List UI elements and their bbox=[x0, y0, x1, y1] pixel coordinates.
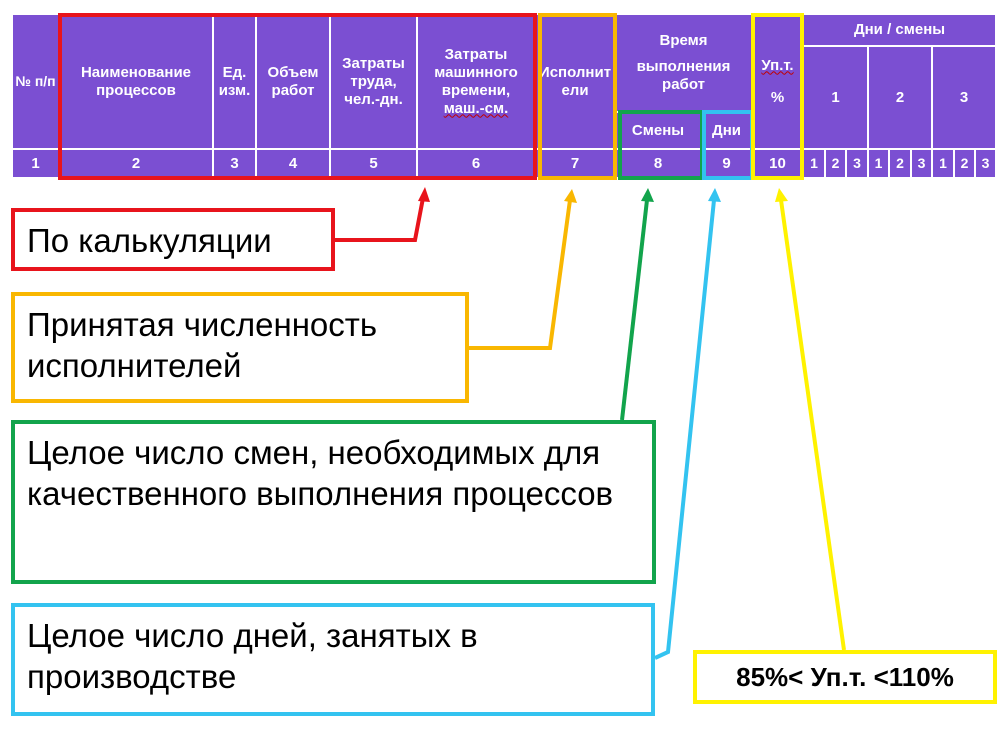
colnum-4: 4 bbox=[256, 149, 330, 178]
colnum-6: 6 bbox=[417, 149, 535, 178]
colnum-1: 1 bbox=[12, 149, 59, 178]
header-labor: Затраты труда, чел.-дн. bbox=[330, 14, 417, 149]
orange-connector bbox=[469, 199, 572, 350]
subnum: 2 bbox=[954, 149, 975, 178]
caption-performers: Принятая численность исполнителей bbox=[11, 292, 469, 403]
colnum-5: 5 bbox=[330, 149, 417, 178]
subnum: 3 bbox=[911, 149, 932, 178]
red-connector bbox=[335, 197, 425, 242]
colnum-9: 9 bbox=[701, 149, 752, 178]
header-shifts: Смены bbox=[615, 112, 701, 149]
caption-upt-range: 85%< Уп.т. <110% bbox=[693, 650, 997, 704]
colnum-10: 10 bbox=[752, 149, 803, 178]
red-arrowhead bbox=[418, 187, 430, 202]
caption-calculation-text: По калькуляции bbox=[27, 222, 272, 259]
caption-shifts: Целое число смен, необходимых для качест… bbox=[11, 420, 656, 584]
header-num: № п/п bbox=[12, 14, 59, 149]
caption-days: Целое число дней, занятых в производстве bbox=[11, 603, 655, 716]
header-performers: Исполнители bbox=[535, 14, 615, 149]
header-days: Дни bbox=[701, 112, 752, 149]
subnum: 3 bbox=[975, 149, 996, 178]
header-upt: Уп.т. % bbox=[752, 14, 803, 149]
subnum: 1 bbox=[803, 149, 825, 178]
header-machine: Затраты машинного времени, маш.-см. bbox=[417, 14, 535, 149]
colnum-3: 3 bbox=[213, 149, 256, 178]
green-connector bbox=[620, 199, 649, 421]
blue-connector bbox=[654, 199, 716, 660]
header-day-1: 1 bbox=[803, 46, 868, 149]
header-name: Наименование процессов bbox=[59, 14, 213, 149]
yellow-connector bbox=[779, 199, 846, 651]
colnum-7: 7 bbox=[535, 149, 615, 178]
yellow-arrowhead bbox=[775, 188, 788, 202]
blue-arrowhead bbox=[708, 188, 721, 202]
orange-arrowhead bbox=[564, 189, 577, 203]
subnum: 1 bbox=[932, 149, 954, 178]
header-day-3: 3 bbox=[932, 46, 996, 149]
header-day-2: 2 bbox=[868, 46, 932, 149]
green-arrowhead bbox=[641, 188, 654, 202]
subnum: 2 bbox=[889, 149, 911, 178]
caption-days-text: Целое число дней, занятых в производстве bbox=[27, 617, 478, 696]
caption-upt-text: 85%< Уп.т. <110% bbox=[736, 661, 954, 692]
header-days-shifts: Дни / смены bbox=[803, 14, 996, 46]
header-time: Время выполнения работ bbox=[615, 14, 752, 112]
header-volume: Объем работ bbox=[256, 14, 330, 149]
colnum-8: 8 bbox=[615, 149, 701, 178]
subnum: 1 bbox=[868, 149, 889, 178]
caption-performers-text: Принятая численность исполнителей bbox=[27, 306, 378, 385]
colnum-2: 2 bbox=[59, 149, 213, 178]
subnum: 3 bbox=[846, 149, 868, 178]
subnum: 2 bbox=[825, 149, 846, 178]
header-unit: Ед. изм. bbox=[213, 14, 256, 149]
caption-shifts-text: Целое число смен, необходимых для качест… bbox=[27, 434, 614, 513]
caption-calculation: По калькуляции bbox=[11, 208, 335, 271]
